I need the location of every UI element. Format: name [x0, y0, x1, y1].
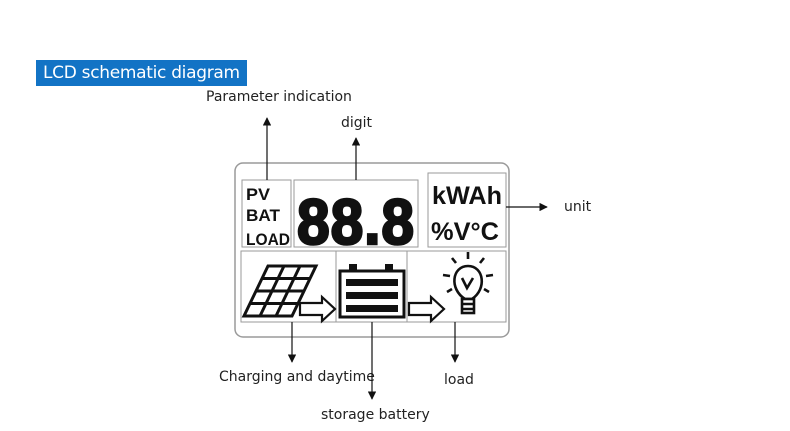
label-storage-battery: storage battery	[321, 407, 430, 423]
label-unit: unit	[564, 199, 592, 215]
digit-readout: 88.8	[297, 186, 415, 258]
arrow-right-icon	[407, 294, 446, 324]
param-load: LOAD	[246, 230, 290, 249]
param-bat: BAT	[246, 206, 281, 225]
label-parameter-indication: Parameter indication	[206, 89, 352, 105]
light-bulb-icon	[442, 252, 494, 315]
unit-percent-v-c: %V°C	[431, 218, 499, 246]
label-digit: digit	[341, 115, 373, 131]
page-title: LCD schematic diagram	[36, 60, 247, 86]
param-pv: PV	[246, 185, 271, 204]
arrow-right-icon	[298, 294, 337, 324]
battery-icon	[338, 264, 406, 319]
unit-kwah: kWAh	[432, 182, 502, 210]
label-load: load	[444, 372, 474, 388]
unit-box	[427, 172, 507, 248]
label-charging-daytime: Charging and daytime	[219, 369, 375, 385]
load-box	[406, 250, 507, 323]
solar-panel-icon	[241, 264, 319, 318]
